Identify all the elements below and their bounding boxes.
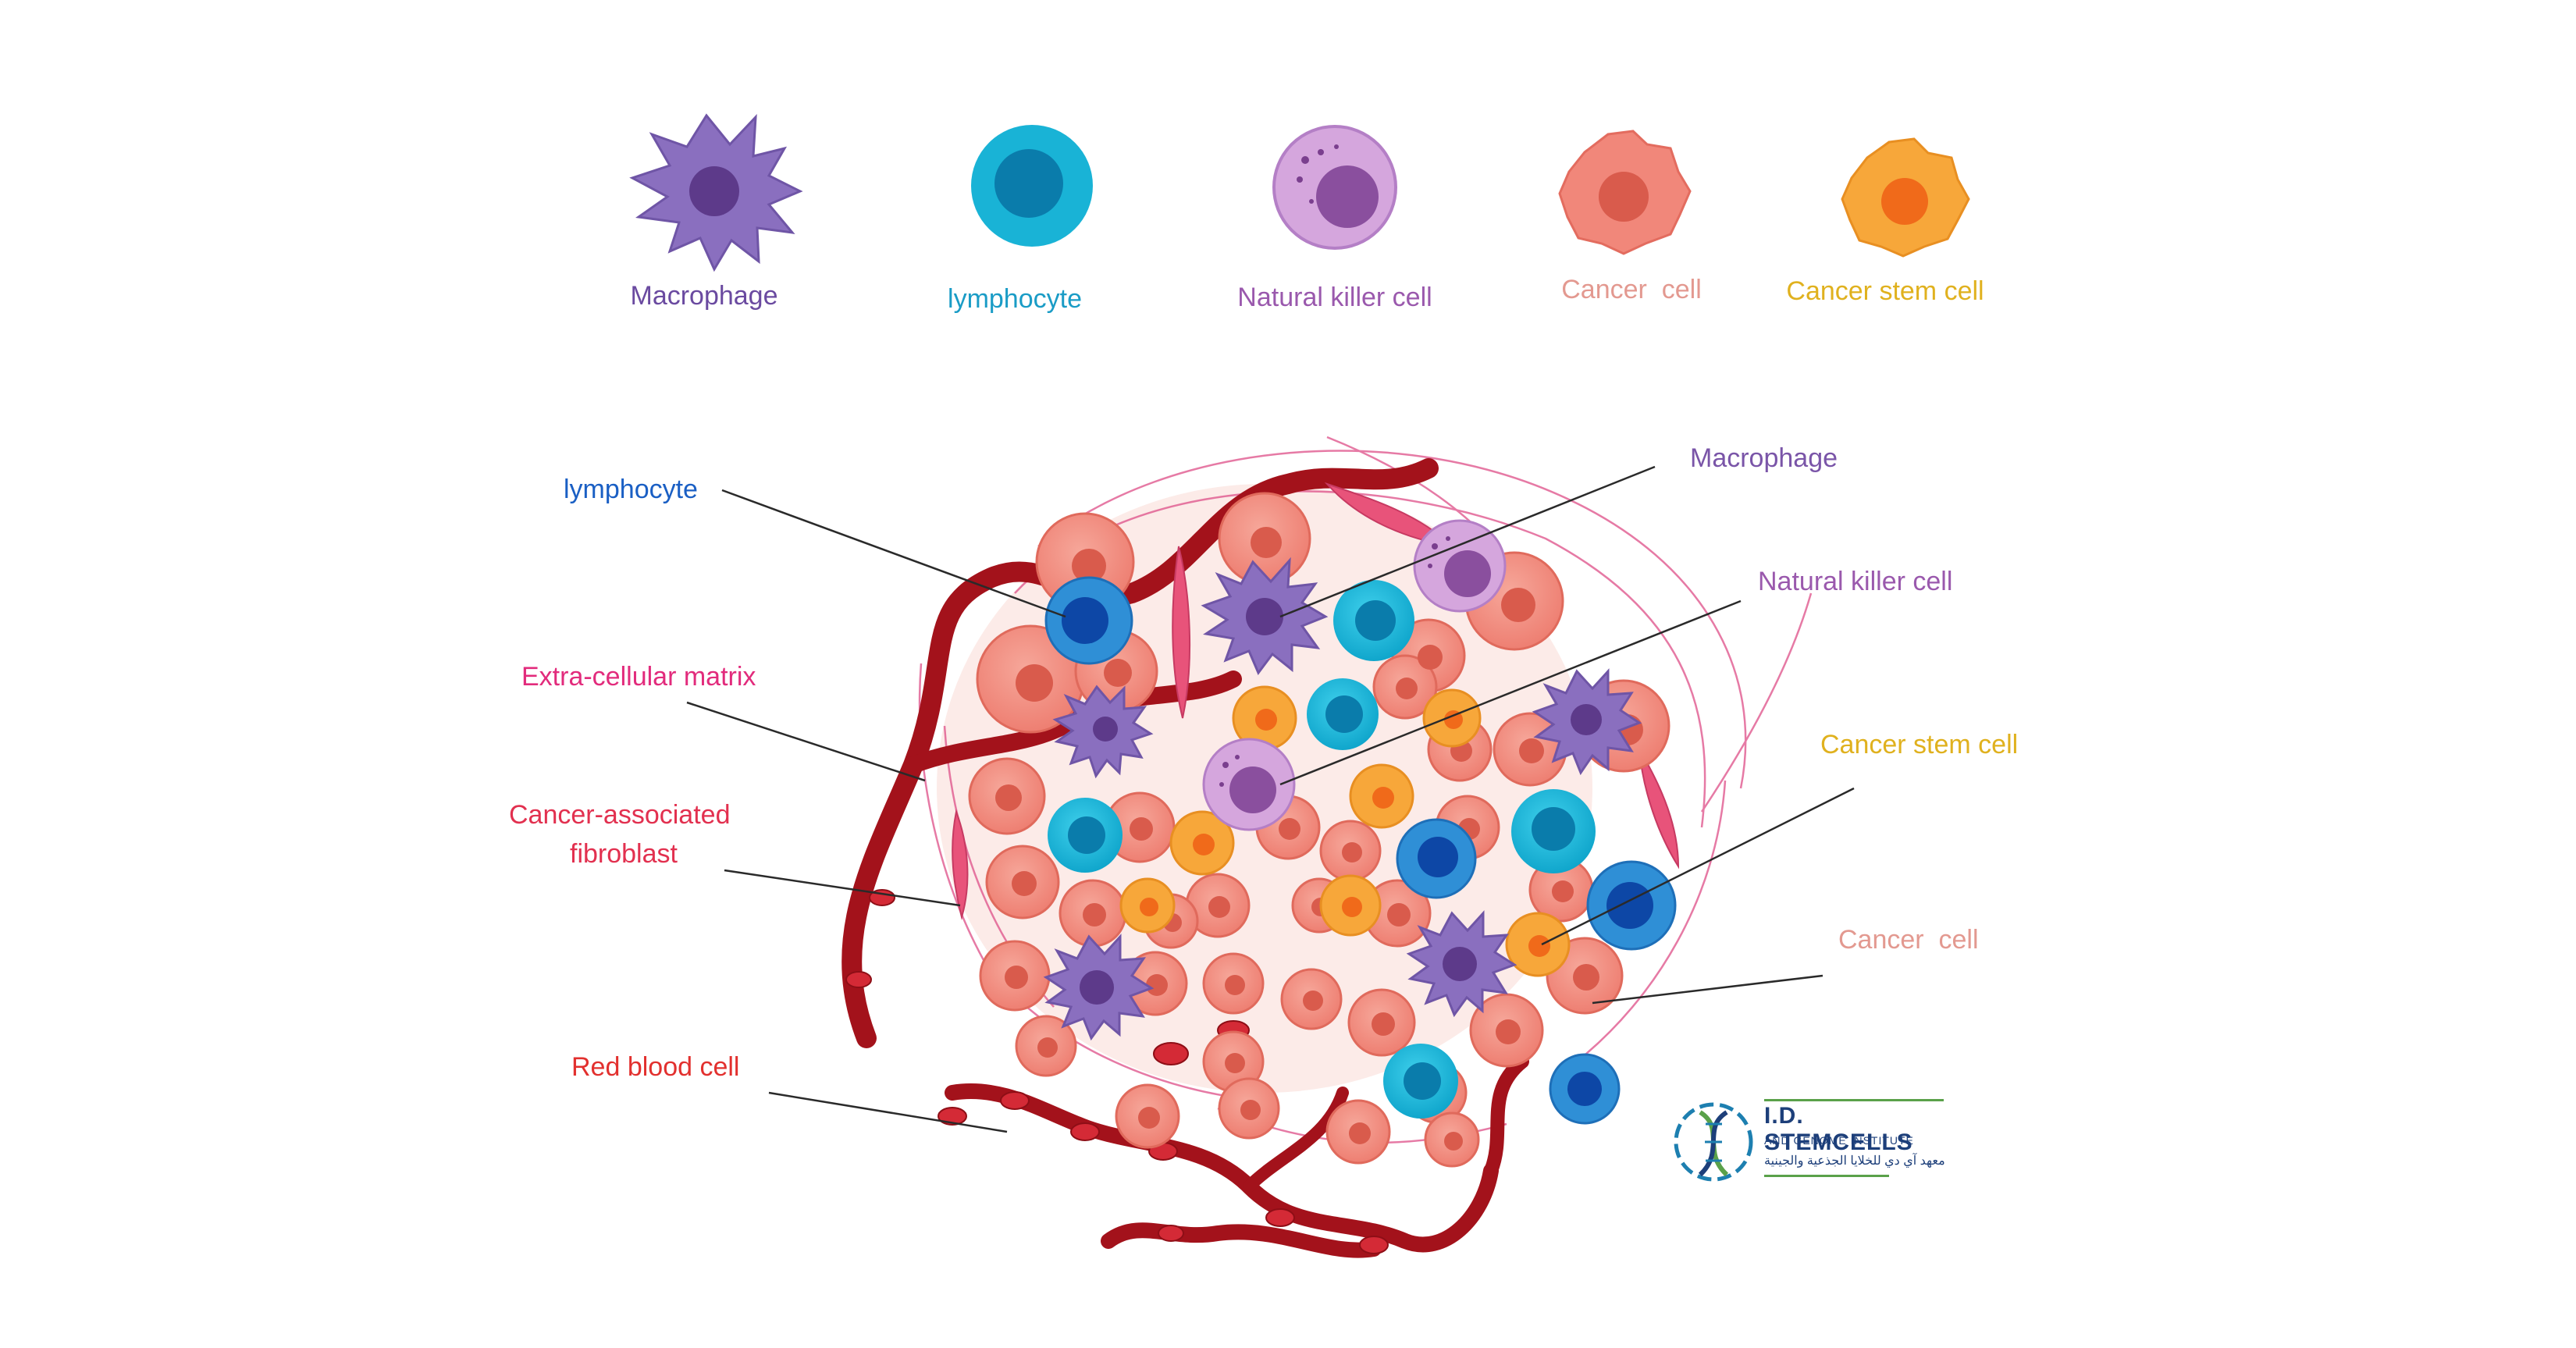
callout-nk-cell-label: Natural killer cell bbox=[1758, 567, 1953, 596]
callout-rbc-label: Red blood cell bbox=[571, 1052, 740, 1082]
legend-lymphocyte-icon bbox=[971, 125, 1093, 247]
legend-cancer-cell-icon bbox=[1558, 130, 1692, 255]
logo-subtitle: AND GENOME INSTITUTE bbox=[1764, 1134, 1914, 1147]
callout-ecm-label: Extra-cellular matrix bbox=[521, 662, 756, 692]
dna-helix-logo-icon bbox=[1674, 1102, 1753, 1182]
logo-name: I.D. STEMCELLS bbox=[1764, 1103, 1913, 1155]
legend-nk-cell-icon bbox=[1272, 125, 1397, 250]
legend-macrophage-label: Macrophage bbox=[630, 281, 778, 311]
legend-cancer-stem-cell-label: Cancer stem cell bbox=[1786, 276, 1984, 306]
logo-arabic: معهد آي دي للخلايا الجذعية والجينية bbox=[1764, 1154, 1945, 1168]
legend-lymphocyte-label: lymphocyte bbox=[948, 284, 1082, 314]
lymphocytes bbox=[1044, 576, 1677, 1125]
callout-caf-label-line2: fibroblast bbox=[570, 839, 678, 869]
callout-lymphocyte-label: lymphocyte bbox=[564, 475, 698, 504]
cancer-stem-cells bbox=[1119, 685, 1571, 977]
callout-cancer-cell-label: Cancer cell bbox=[1838, 925, 1979, 955]
macrophages bbox=[1043, 557, 1642, 1041]
nk-cells bbox=[1202, 519, 1507, 831]
institute-logo: I.D. STEMCELLS AND GENOME INSTITUTE معهد… bbox=[1670, 1097, 1952, 1190]
callout-caf-label-line1: Cancer-associated bbox=[509, 800, 731, 830]
tumor-microenvironment bbox=[841, 436, 1813, 1258]
callout-cancer-stem-cell-label: Cancer stem cell bbox=[1820, 730, 2019, 759]
legend-cancer-cell-label: Cancer cell bbox=[1561, 275, 1702, 304]
callout-lines bbox=[686, 465, 1855, 1133]
cancer-cells bbox=[968, 492, 1670, 1168]
legend-cancer-stem-cell-icon bbox=[1841, 137, 1970, 258]
callout-macrophage-label: Macrophage bbox=[1690, 443, 1838, 473]
legend-macrophage-icon bbox=[629, 113, 803, 272]
legend-nk-cell-label: Natural killer cell bbox=[1237, 283, 1432, 312]
